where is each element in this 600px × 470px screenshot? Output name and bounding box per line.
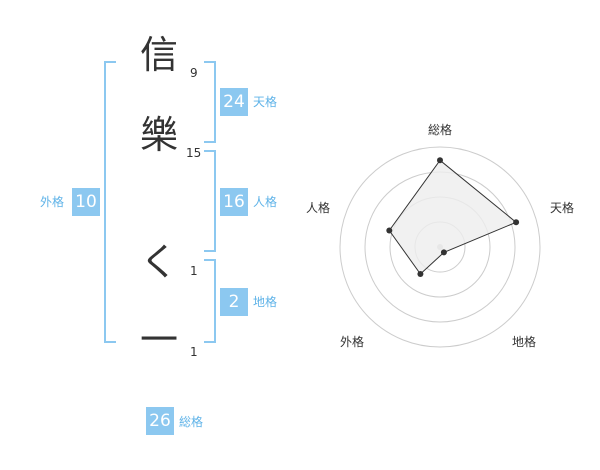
jinkaku-bracket	[204, 150, 216, 252]
stroke-count-2: 15	[186, 146, 202, 160]
soukaku-label: 総格	[179, 415, 204, 429]
radar-axis-label-jinkaku: 人格	[305, 201, 330, 215]
radar-axis-label-chikaku: 地格	[511, 335, 536, 349]
radar-axis-label-tenkaku: 天格	[549, 201, 574, 215]
name-char-1: 信	[139, 33, 178, 77]
radar-point-1	[513, 219, 520, 226]
chikaku-value: 2	[220, 288, 248, 316]
stroke-count-3: 1	[190, 264, 198, 278]
radar-point-0	[437, 157, 443, 164]
radar-point-3	[417, 271, 424, 277]
tenkaku-label: 天格	[253, 95, 278, 109]
tenkaku-bracket	[204, 61, 216, 143]
chikaku-label: 地格	[253, 295, 278, 309]
gaikaku-label: 外格	[40, 195, 65, 209]
tenkaku-value: 24	[220, 88, 248, 116]
name-char-2: 樂	[139, 113, 178, 157]
jinkaku-label: 人格	[253, 195, 278, 209]
soukaku-value: 26	[146, 407, 174, 435]
radar-axis-label-soukaku: 総格	[427, 123, 452, 137]
name-char-3: く	[139, 240, 178, 284]
radar-chart	[339, 146, 541, 348]
radar-ring	[339, 146, 541, 348]
radar-point-4	[386, 227, 393, 234]
radar-polygon	[388, 159, 518, 275]
stroke-count-4: 1	[190, 345, 198, 359]
chikaku-bracket	[204, 259, 216, 343]
radar-point-2	[440, 249, 447, 256]
radar-axis-label-gaikaku: 外格	[339, 335, 364, 349]
outer-bracket	[104, 61, 116, 343]
jinkaku-value: 16	[220, 188, 248, 216]
gaikaku-value: 10	[72, 188, 100, 216]
name-char-4: 一	[139, 318, 178, 362]
stroke-count-1: 9	[190, 66, 198, 80]
